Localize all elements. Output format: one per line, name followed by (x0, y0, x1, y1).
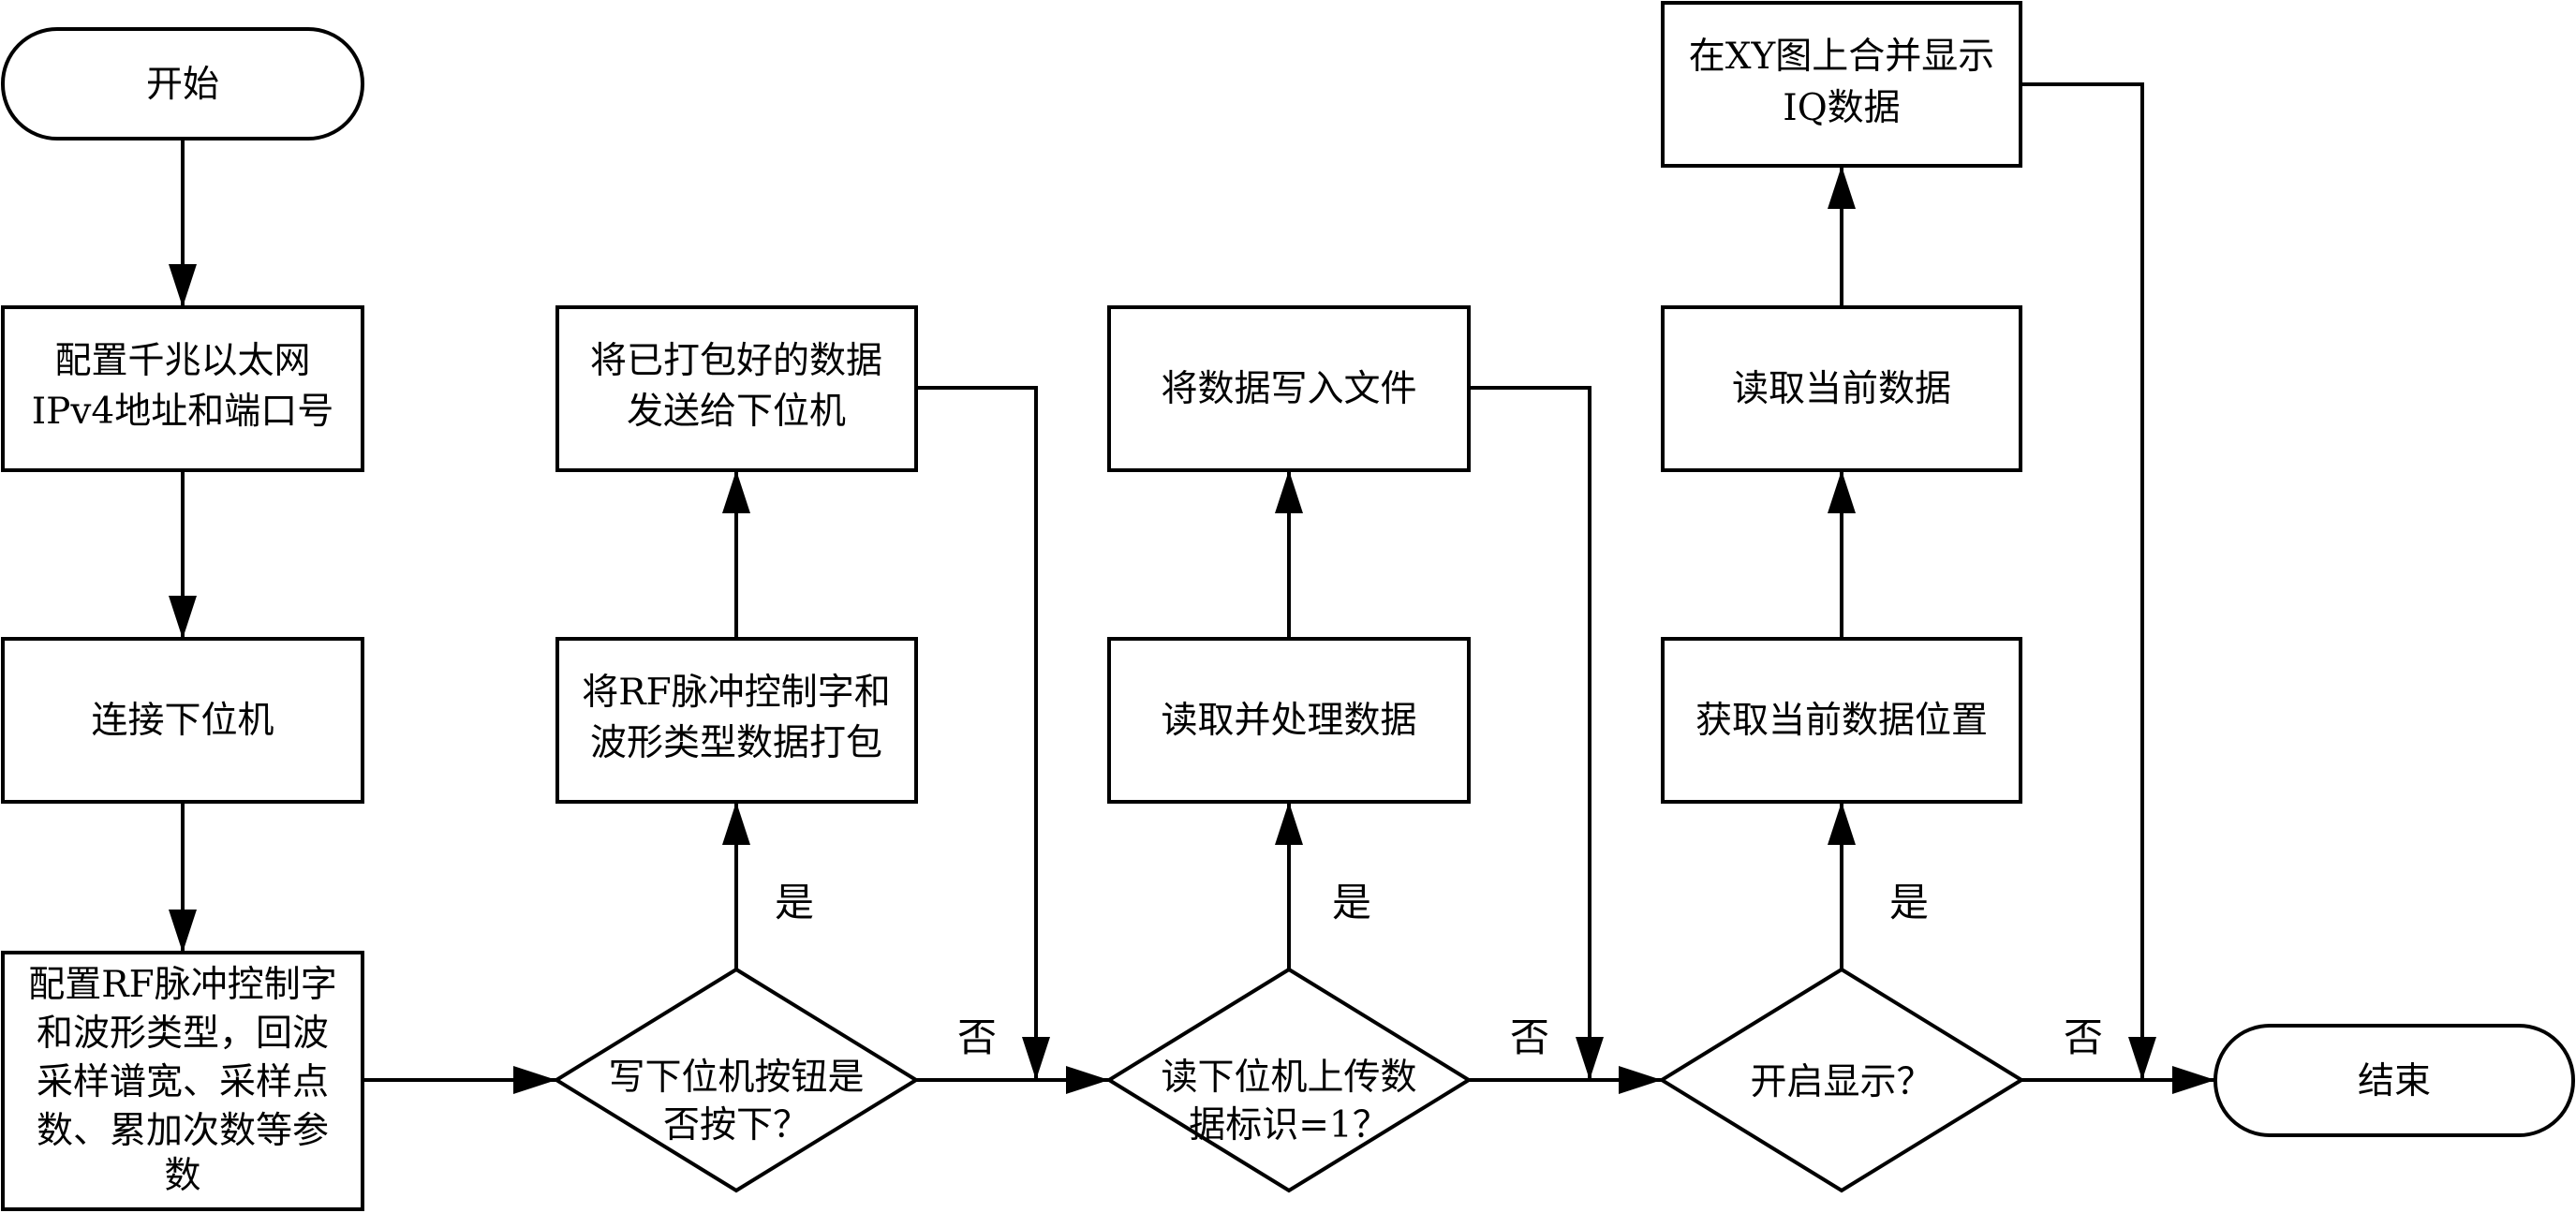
write-file-box: 将数据写入文件 (1107, 305, 1471, 472)
pack-box: 将RF脉冲控制字和 波形类型数据打包 (555, 637, 918, 804)
read-flag-line-1: 读下位机上传数 (1161, 1057, 1416, 1099)
pack-line-2: 波形类型数据打包 (590, 722, 882, 764)
edge-merge-to-join (2021, 82, 2156, 1080)
write-button-decision: 写下位机按钮是 否按下？ (553, 967, 920, 1193)
connect-box: 连接下位机 (1, 637, 364, 804)
merge-line-2: IQ数据 (1783, 87, 1900, 129)
edge-write-file-to-join (1469, 386, 1604, 1080)
write-button-line-1: 写下位机按钮是 (608, 1057, 864, 1099)
send-box: 将已打包好的数据 发送给下位机 (555, 305, 918, 472)
write-button-line-2: 否按下？ (663, 1104, 809, 1146)
edge-label-yes-2: 是 (1332, 880, 1371, 925)
config-net-box: 配置千兆以太网 IPv4地址和端口号 (1, 305, 364, 472)
merge-box: 在XY图上合并显示 IQ数据 (1661, 1, 2022, 168)
get-position-box: 获取当前数据位置 (1661, 637, 2022, 804)
display-label: 开启显示？ (1750, 1061, 1932, 1103)
read-current-box: 读取当前数据 (1661, 305, 2022, 472)
edge-label-yes-1: 是 (775, 880, 814, 925)
config-net-line-1: 配置千兆以太网 (54, 340, 310, 382)
send-line-1: 将已打包好的数据 (590, 340, 882, 382)
config-rf-line-2: 和波形类型，回波 (37, 1013, 329, 1055)
read-flag-decision: 读下位机上传数 据标识=1？ (1105, 967, 1473, 1193)
pack-line-1: 将RF脉冲控制字和 (582, 672, 890, 714)
edge-label-yes-3: 是 (1889, 880, 1929, 925)
edge-label-no-3: 否 (2064, 1014, 2103, 1060)
end-node: 结束 (2213, 1024, 2575, 1137)
start-node: 开始 (1, 27, 364, 141)
connect-label: 连接下位机 (91, 700, 274, 742)
get-position-label: 获取当前数据位置 (1695, 700, 1988, 742)
start-label: 开始 (146, 64, 219, 106)
read-process-box: 读取并处理数据 (1107, 637, 1471, 804)
end-label: 结束 (2358, 1060, 2431, 1102)
display-decision: 开启显示？ (1658, 967, 2025, 1193)
edge-label-no-2: 否 (1510, 1014, 1549, 1060)
read-current-label: 读取当前数据 (1732, 368, 1951, 410)
config-rf-line-4: 数、累加次数等参 (37, 1110, 329, 1152)
config-rf-line-3: 采样谱宽、采样点 (37, 1061, 329, 1103)
read-flag-line-2: 据标识=1？ (1189, 1104, 1389, 1146)
config-rf-box: 配置RF脉冲控制字 和波形类型，回波 采样谱宽、采样点 数、累加次数等参 数 (1, 951, 364, 1211)
merge-line-1: 在XY图上合并显示 (1689, 36, 1995, 78)
config-rf-line-1: 配置RF脉冲控制字 (28, 964, 336, 1006)
config-net-line-2: IPv4地址和端口号 (32, 391, 334, 433)
send-line-2: 发送给下位机 (627, 391, 846, 433)
edge-label-no-1: 否 (957, 1014, 997, 1060)
config-rf-line-5: 数 (164, 1155, 200, 1197)
edge-send-to-join (916, 386, 1050, 1080)
read-process-label: 读取并处理数据 (1161, 700, 1416, 742)
write-file-label: 将数据写入文件 (1161, 368, 1416, 410)
